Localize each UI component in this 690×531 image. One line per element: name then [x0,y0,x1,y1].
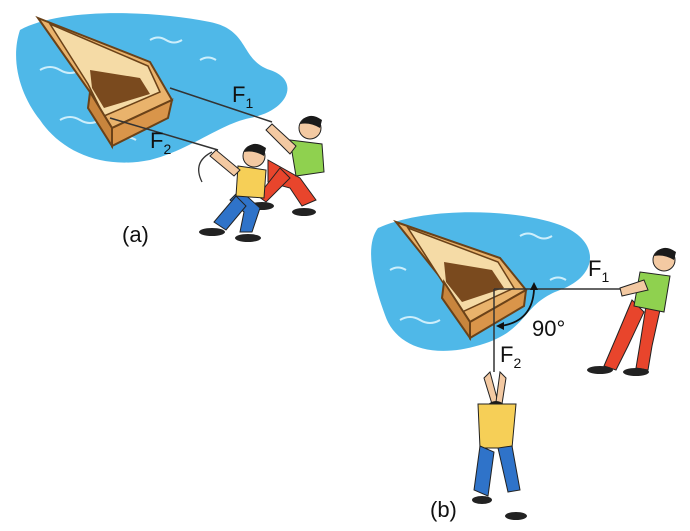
force-subscript: 1 [601,269,610,285]
force-symbol: F [232,82,246,107]
panel-label-a: (a) [122,222,149,247]
person-pulling-icon-green-b [587,247,676,376]
force-subscript: 2 [513,355,522,371]
angle-label: 90° [532,316,566,341]
force-symbol: F [588,256,602,281]
rope-tail-a [198,151,213,183]
force-subscript: 1 [245,95,254,111]
water-waves-b [389,232,567,324]
force-label-f1-a: F1 [232,82,254,111]
person-pulling-icon-yellow [199,143,267,242]
panel-b [371,212,676,520]
panel-label-b: (b) [430,497,457,522]
person-pulling-icon-green [250,115,325,216]
panel-a [16,13,325,242]
person-pulling-icon-yellow-b [472,370,527,520]
boat-icon [35,15,174,150]
force-label-f2-a: F2 [150,128,172,157]
right-angle-arrow-icon [499,289,535,327]
force-subscript: 2 [163,141,172,157]
rope-f1-a [169,87,273,123]
force-label-f1-b: F1 [588,256,610,285]
force-label-f2-b: F2 [500,342,522,371]
rope-f2-a [109,117,219,151]
force-symbol: F [500,342,514,367]
force-symbol: F [150,128,164,153]
